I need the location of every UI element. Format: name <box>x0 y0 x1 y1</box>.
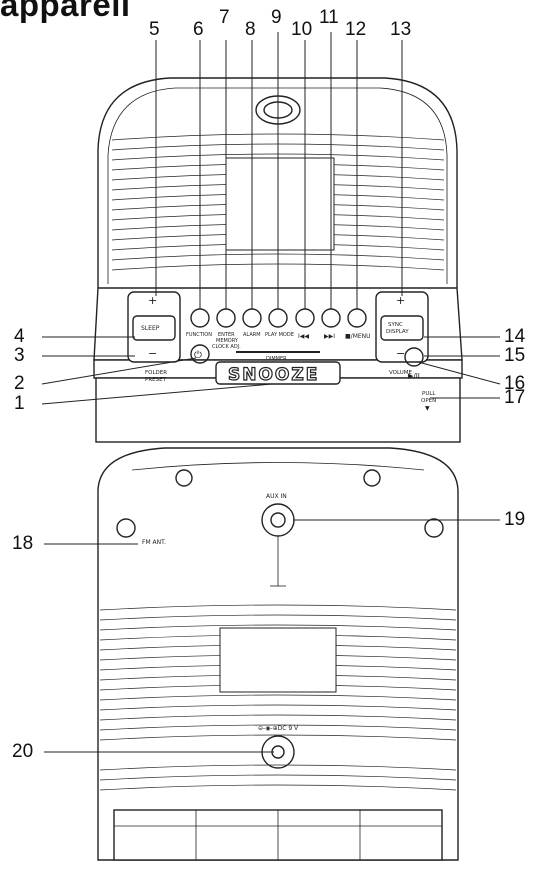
memory-label: MEMORY <box>216 338 239 344</box>
alarm-label: ALARM <box>243 332 261 338</box>
power-button <box>190 344 210 364</box>
sync-label: SYNC <box>388 322 403 328</box>
prev-label: I◀◀ <box>298 333 309 340</box>
volume-label: VOLUME <box>389 370 413 376</box>
callout-2: 2 <box>14 373 25 394</box>
svg-text:−: − <box>148 347 157 360</box>
front-labels: SLEEP + − FOLDER PRESET FUNCTION ENTER M… <box>141 294 436 412</box>
snooze-label: SNOOZE <box>228 365 319 385</box>
callout-5: 5 <box>149 19 160 40</box>
callout-8: 8 <box>245 19 256 40</box>
aux-in-label: AUX IN <box>266 493 287 500</box>
display-window <box>225 157 335 251</box>
callout-14: 14 <box>504 326 526 347</box>
page-title: appareil <box>0 0 131 23</box>
callout-17: 17 <box>504 387 526 408</box>
play-mode-label: PLAY MODE <box>265 332 294 338</box>
callout-18: 18 <box>12 533 34 554</box>
svg-text:+: + <box>148 294 157 307</box>
callout-1: 1 <box>14 393 25 414</box>
back-labels: AUX IN FM ANT. ⊖-◉-⊕DC 9 V <box>142 493 299 732</box>
callout-7: 7 <box>219 7 230 28</box>
folder-label: FOLDER <box>145 370 167 376</box>
callout-16: 16 <box>504 373 526 394</box>
arrow-down-icon: ▼ <box>425 405 430 412</box>
callout-11: 11 <box>319 7 339 28</box>
pull-label: PULL <box>422 391 436 397</box>
function-label: FUNCTION <box>186 332 212 338</box>
svg-text:−: − <box>396 347 405 360</box>
callout-9: 9 <box>271 7 282 28</box>
callout-19: 19 <box>504 509 526 530</box>
clock-adj-label: CLOCK ADJ. <box>212 344 241 350</box>
snooze-bar <box>215 361 341 385</box>
callout-13: 13 <box>390 19 412 40</box>
stop-menu-label: ■/MENU <box>345 333 371 340</box>
sleep-folder-knob <box>127 291 181 363</box>
dc-label: ⊖-◉-⊕DC 9 V <box>258 725 299 732</box>
callout-3: 3 <box>14 345 25 366</box>
callout-4: 4 <box>14 326 25 347</box>
callout-6: 6 <box>193 19 204 40</box>
power-icon: ⏻ <box>194 350 202 361</box>
base-tray <box>95 377 461 443</box>
open-label: OPEN <box>421 398 436 404</box>
back-view <box>97 447 459 861</box>
fm-ant-label: FM ANT. <box>142 539 166 546</box>
play-pause-button <box>404 347 424 367</box>
enter-label: ENTER <box>218 332 235 338</box>
callout-12: 12 <box>345 19 367 40</box>
svg-text:+: + <box>396 294 405 307</box>
play-pause-icon: ▶/II <box>408 372 420 380</box>
preset-label: PRESET <box>145 377 167 383</box>
callout-20: 20 <box>12 741 34 762</box>
leader-lines <box>41 32 501 753</box>
callout-10: 10 <box>291 19 313 40</box>
dimmer-label: DIMMER <box>266 356 287 362</box>
display-label: DISPLAY <box>386 329 409 335</box>
next-label: ▶▶I <box>324 333 335 340</box>
callout-15: 15 <box>504 345 526 366</box>
sleep-label: SLEEP <box>141 325 160 332</box>
